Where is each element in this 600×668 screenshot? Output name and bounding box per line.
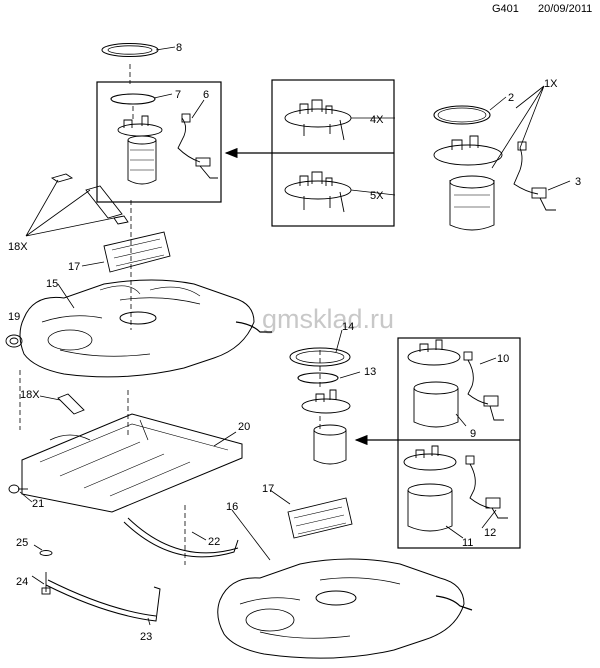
pump-cover-5x	[284, 171, 352, 213]
fuel-pump-module-9	[407, 339, 461, 428]
callout-11: 11	[462, 537, 473, 549]
callout-13: 13	[364, 366, 376, 378]
fuel-tank-strap-22	[123, 517, 239, 558]
fuel-pump-module-upper-left	[117, 115, 163, 185]
bolt-21	[8, 484, 28, 494]
callout-22: 22	[208, 536, 220, 548]
callout-1x: 1X	[544, 78, 558, 90]
fuel-tank-15	[19, 279, 272, 378]
diagram-date: 20/09/2011	[538, 3, 593, 15]
pump-cover-4x	[284, 99, 352, 141]
callout-8: 8	[176, 42, 182, 54]
callout-14: 14	[342, 321, 354, 333]
lock-ring-8	[101, 43, 159, 57]
fuel-pump-module-center	[301, 389, 351, 465]
bolt-24	[41, 572, 51, 595]
alignment-lines	[19, 64, 321, 565]
clip-18x-upper	[50, 173, 129, 225]
fuel-pump-module-1x	[433, 135, 503, 231]
frame-pump-upper-left	[96, 81, 222, 203]
fuel-pump-module-11	[403, 445, 457, 532]
leader-lines	[19, 46, 571, 626]
callout-9: 9	[470, 428, 476, 440]
fuel-level-sensor-3	[513, 141, 556, 211]
fuel-pump-control-module-17-upper	[103, 231, 171, 273]
callout-16: 16	[226, 501, 238, 513]
callout-labels: 8 7 6 4X 5X 1X 2 3 18X 17 15 19 18X 20 2…	[8, 42, 581, 643]
fuel-level-sensor-6	[177, 113, 218, 179]
washer-25	[39, 550, 53, 556]
frame-pump-right	[397, 337, 521, 549]
callout-3: 3	[575, 176, 581, 188]
callout-21: 21	[32, 498, 44, 510]
callout-19: 19	[8, 311, 20, 323]
grommet-19	[5, 334, 23, 348]
callout-18x-upper: 18X	[8, 241, 28, 253]
diagram-code: G401	[492, 3, 519, 15]
callout-2: 2	[508, 92, 514, 104]
fuel-pump-control-module-17-lower	[287, 497, 353, 539]
fuel-tank-shield-20	[21, 413, 243, 513]
callout-24: 24	[16, 576, 28, 588]
callout-12: 12	[484, 527, 496, 539]
callout-20: 20	[238, 421, 250, 433]
callout-5x: 5X	[370, 190, 384, 202]
watermark: gmsklad.ru	[262, 304, 394, 334]
fuel-level-sensor-12	[465, 455, 508, 519]
seal-ring-7	[110, 93, 156, 105]
callout-17-lower: 17	[262, 483, 274, 495]
callout-15: 15	[46, 278, 58, 290]
fuel-tank-16	[217, 558, 473, 659]
lock-ring-14	[289, 347, 351, 367]
fuel-tank-strap-23	[45, 579, 161, 622]
seal-ring-13	[297, 372, 339, 384]
callout-18x-lower: 18X	[20, 389, 40, 401]
fuel-level-sensor-10	[463, 351, 504, 421]
callout-17-upper: 17	[68, 261, 80, 273]
callout-7: 7	[175, 89, 181, 101]
seal-ring-2	[433, 105, 491, 125]
callout-4x: 4X	[370, 114, 384, 126]
clip-18x-lower	[57, 393, 85, 415]
callout-23: 23	[140, 631, 152, 643]
callout-6: 6	[203, 89, 209, 101]
callout-25: 25	[16, 537, 28, 549]
callout-10: 10	[497, 353, 509, 365]
